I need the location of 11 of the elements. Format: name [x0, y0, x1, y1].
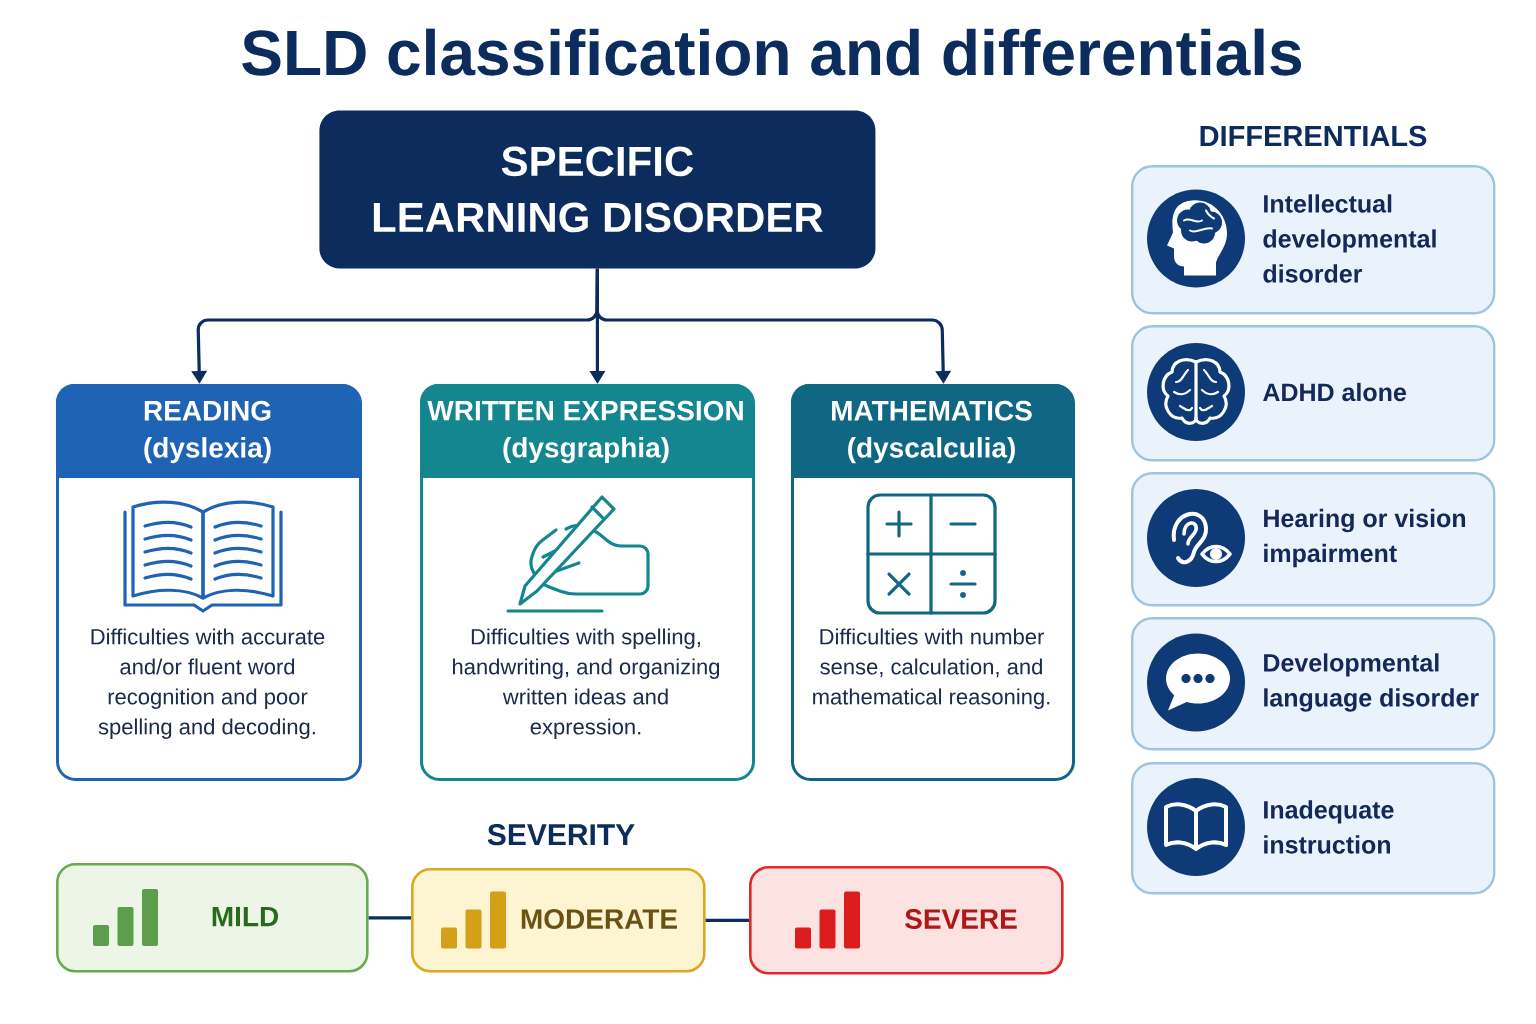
card-header: READING (dyslexia): [56, 384, 359, 478]
card-header: MATHEMATICS (dyscalculia): [791, 384, 1072, 478]
main-box: SPECIFIC LEARNING DISORDER: [319, 110, 876, 269]
diagram-title: SLD classification and differentials: [242, 28, 1302, 76]
severity-box: MILD: [56, 863, 369, 973]
severity-box: SEVERE: [749, 866, 1064, 975]
card-header: WRITTEN EXPRESSION (dysgraphia): [420, 384, 752, 478]
connector-line: [368, 916, 411, 920]
severity-box: MODERATE: [411, 868, 706, 973]
connector-line: [705, 918, 749, 922]
section-heading: SEVERITY: [487, 824, 635, 846]
